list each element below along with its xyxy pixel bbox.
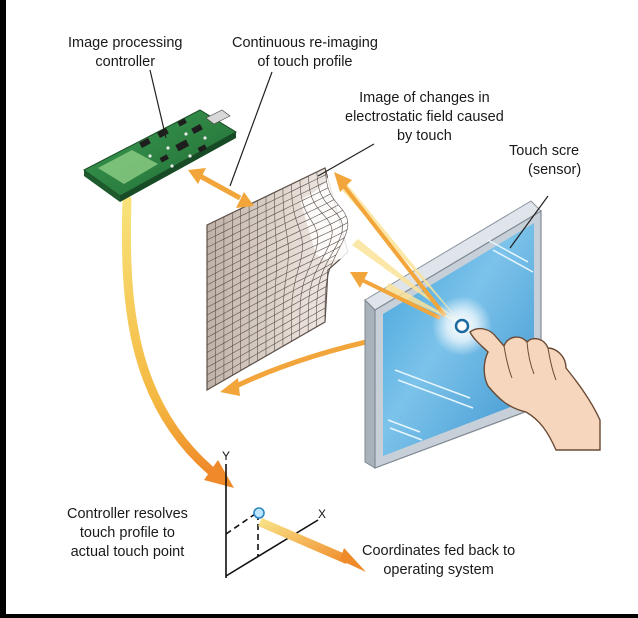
label-reimaging: Continuous re-imaging of touch profile <box>232 35 378 70</box>
mesh-line <box>206 300 326 368</box>
x-axis-label: X <box>318 507 326 521</box>
touch-point-icon <box>454 318 470 334</box>
mesh-line <box>206 215 347 286</box>
touch-profile-mesh <box>206 167 350 392</box>
bottom-frame-edge <box>0 614 638 618</box>
x-guide <box>225 511 259 535</box>
label-touch-screen: Touch scre (sensor) <box>509 143 582 178</box>
controller-mesh-double-arrow <box>188 168 254 208</box>
mesh-line <box>206 293 326 361</box>
controller-to-graph-arrow <box>121 195 215 475</box>
label-coordinates: Coordinates fed back to operating system <box>362 543 516 578</box>
screen-to-mesh-lower-arrowhead <box>220 378 240 396</box>
mesh-line <box>206 314 326 383</box>
mesh-line <box>206 229 348 301</box>
hand-icon <box>469 327 601 451</box>
mesh-line <box>206 209 343 278</box>
mesh-line <box>206 193 331 256</box>
mesh-line <box>206 278 328 346</box>
mesh-line <box>206 286 327 353</box>
mesh-line <box>206 181 327 241</box>
coordinates-arrowhead <box>340 548 366 572</box>
label-controller: Image processing controller <box>68 35 183 70</box>
mesh-line <box>206 263 333 331</box>
y-axis-label: Y <box>222 449 230 463</box>
label-resolves: Controller resolves touch profile to act… <box>67 506 188 560</box>
mesh-line <box>206 204 339 271</box>
circuit-board-icon <box>83 109 237 202</box>
mesh-line <box>206 221 348 293</box>
label-pointers <box>149 69 549 249</box>
x-axis <box>225 519 319 577</box>
touch-point-marker <box>253 507 265 519</box>
mesh-line <box>206 174 326 233</box>
mesh-line <box>206 271 330 338</box>
mesh-line <box>206 321 326 391</box>
screen-to-mesh-arrows <box>334 172 447 320</box>
mesh-line <box>206 167 326 226</box>
mesh-line <box>206 187 329 248</box>
label-image-changes: Image of changes in electrostatic field … <box>345 90 504 144</box>
mesh-line <box>206 237 345 308</box>
mesh-line <box>206 199 335 263</box>
mesh-line <box>206 254 337 323</box>
mesh-line <box>206 307 326 376</box>
coordinates-arrow <box>258 518 350 564</box>
coordinate-graph: Y X <box>222 449 366 578</box>
left-frame-edge <box>0 0 6 618</box>
mesh-line <box>206 245 341 316</box>
